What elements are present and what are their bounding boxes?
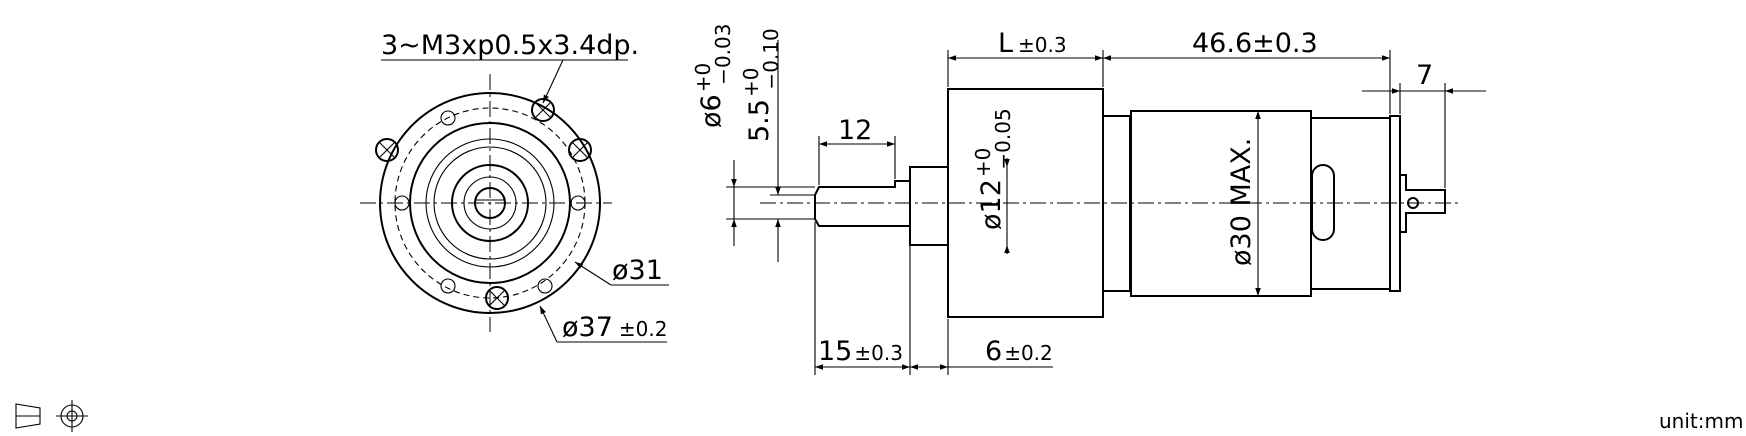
gear-ring-inner (433, 146, 547, 260)
pcd-label: ø31 (612, 255, 663, 286)
terminal (1400, 174, 1446, 233)
mount-hole-1 (440, 110, 456, 126)
motor-diameter-label: ø30 MAX. (1226, 138, 1257, 266)
gearbox-housing (947, 88, 1104, 318)
screw-hole-3 (568, 138, 592, 162)
hole-callout-text: 3~M3xp0.5x3.4dp. (381, 30, 639, 61)
flange-circle (409, 122, 571, 284)
front-view: 3~M3xp0.5x3.4dp. ø31 ø37±0.2 (360, 30, 669, 343)
flat-height-label: 5.5+0−0.10 (739, 28, 783, 142)
end-cap-vent (1311, 164, 1335, 241)
shaft-flat-length-label: 12 (838, 115, 872, 146)
side-view: L±0.3 46.6±0.3 7 12 ø6+0−0.03 5.5+0−0.10 (691, 24, 1486, 375)
screw-hole-2 (375, 138, 399, 162)
output-boss (909, 166, 949, 246)
unit-label: unit:mm (1659, 409, 1743, 433)
shaft-diameter-label: ø6+0−0.03 (691, 24, 735, 128)
mount-hole-4 (440, 278, 456, 294)
outer-diameter-label: ø37±0.2 (562, 312, 667, 343)
boss-length-label: 6±0.2 (985, 336, 1053, 367)
projection-symbol-icon (15, 400, 88, 432)
terminal-hole (1407, 197, 1419, 209)
mount-hole-5 (537, 278, 553, 294)
output-shaft (814, 180, 911, 227)
screw-hole-1 (531, 98, 555, 122)
pcd-leader (574, 261, 612, 286)
brush-holder (1389, 115, 1401, 292)
shaft-length-label: 15±0.3 (818, 336, 903, 367)
mount-hole-2 (394, 195, 410, 211)
outer-housing-circle (379, 92, 601, 314)
mount-hole-3 (570, 195, 586, 211)
hole-callout-leader (542, 59, 564, 104)
boss-circle (451, 164, 529, 242)
shaft-bore-circle (463, 176, 517, 230)
motor-length-label: 46.6±0.3 (1192, 28, 1318, 59)
terminal-length-label: 7 (1416, 60, 1433, 91)
shaft-circle (474, 187, 506, 219)
outer-diameter-leader (539, 305, 558, 343)
boss-diameter-label: ø12+0−0.05 (971, 108, 1015, 230)
gear-ring-outer (425, 138, 555, 268)
gearbox-length-label: L±0.3 (998, 28, 1067, 59)
screw-hole-4 (485, 286, 509, 310)
